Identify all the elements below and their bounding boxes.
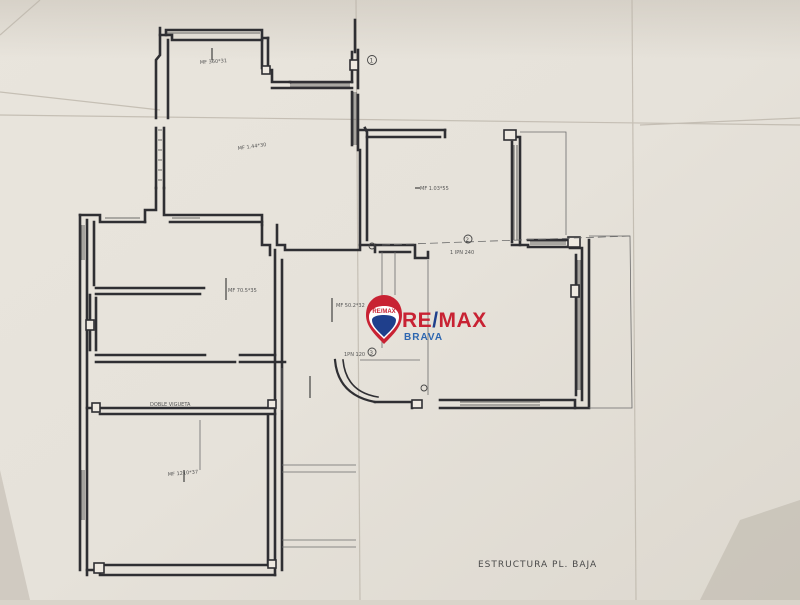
note-lower-room: MF 1210*37 [168,469,199,478]
note-beam: DOBLE VIGUETA [150,402,191,408]
note-corridor: MF 1.44*30 [237,142,266,152]
remax-wordmark: RE/MAX [402,309,487,333]
axis-label-2: 2 [466,238,470,244]
remax-max: MAX [438,309,487,332]
walls [78,18,591,577]
columns [85,59,581,574]
note-axis-2: 1 IPN 240 [450,250,474,256]
axis-marker-2 [463,234,473,244]
note-left-room: MF 70.5*35 [228,288,257,294]
remax-slash: / [432,309,439,332]
remax-office-name: BRAVA [404,332,444,343]
note-top-room: MF 360*31 [200,58,228,66]
axis-marker-1 [367,55,377,65]
axis-label-1: 1 [370,58,374,65]
axis-label-3: 3 [370,351,374,357]
window-marks [81,32,581,520]
plan-title: ESTRUCTURA PL. BAJA [478,560,598,570]
note-right-room: MF 1.03*55 [420,186,449,192]
note-axis-3: 1PN 120 [344,352,365,358]
axis-marker-3 [367,347,377,357]
axis-markers [367,55,473,392]
remax-re: RE [402,309,433,332]
remax-balloon-logo: RE/MAX [366,295,402,344]
note-center-room: MF 50.2*32 [336,303,365,309]
joist-arrows [183,48,420,482]
balloon-badge-text: RE/MAX [372,309,395,315]
